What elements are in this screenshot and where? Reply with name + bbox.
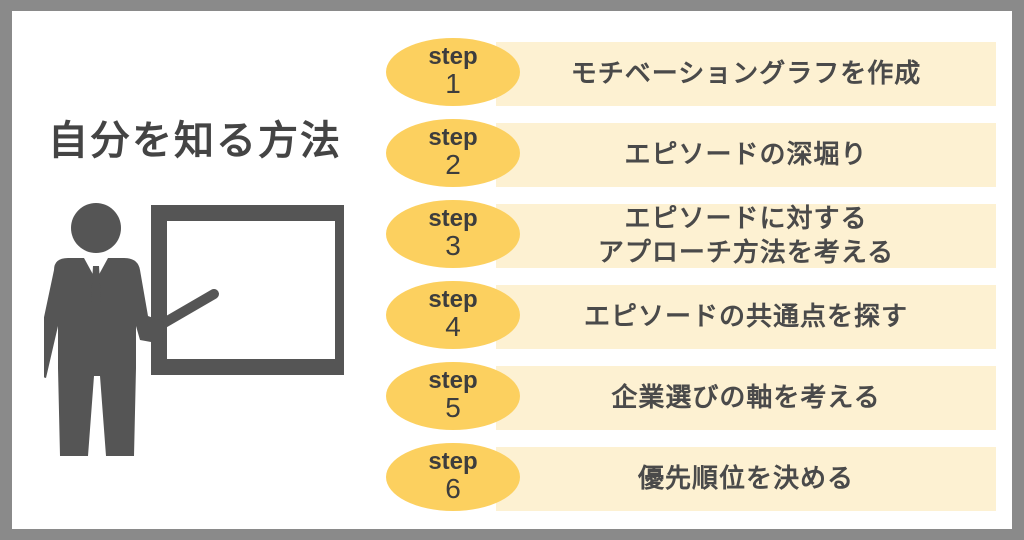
step-number: 2	[445, 149, 461, 180]
step-badge: step 4	[386, 281, 520, 349]
whiteboard-frame	[151, 205, 351, 375]
step-item-4: エピソードの共通点を探す step 4	[386, 281, 1000, 351]
step-item-6: 優先順位を決める step 6	[386, 443, 1000, 513]
step-label: step	[428, 124, 478, 151]
step-number: 4	[445, 311, 461, 342]
step-badge: step 2	[386, 119, 520, 187]
presenter-body	[32, 258, 164, 456]
step-text: 企業選びの軸を考える	[611, 383, 881, 413]
step-text-box: 優先順位を決める	[496, 447, 996, 511]
necktie	[91, 266, 101, 310]
step-label: step	[428, 367, 478, 394]
step-text-box: エピソードの共通点を探す	[496, 285, 996, 349]
step-number: 1	[445, 68, 461, 99]
step-text-line: エピソードに対する	[624, 204, 868, 234]
step-item-3: エピソードに対する アプローチ方法を考える step 3	[386, 200, 1000, 270]
step-text: エピソードの共通点を探す	[583, 302, 908, 332]
step-badge: step 3	[386, 200, 520, 268]
step-label: step	[428, 43, 478, 70]
step-text-box: エピソードの深堀り	[496, 123, 996, 187]
presenter-at-whiteboard-icon	[32, 198, 351, 462]
step-number: 6	[445, 473, 461, 504]
step-text-box: 企業選びの軸を考える	[496, 366, 996, 430]
step-item-5: 企業選びの軸を考える step 5	[386, 362, 1000, 432]
step-badge: step 1	[386, 38, 520, 106]
step-text-box: モチベーショングラフを作成	[496, 42, 996, 106]
step-label: step	[428, 286, 478, 313]
step-number: 5	[445, 392, 461, 423]
presenter-head	[71, 203, 121, 253]
step-text: 優先順位を決める	[637, 464, 854, 494]
step-text: エピソードに対する アプローチ方法を考える	[598, 202, 894, 270]
step-text-line: アプローチ方法を考える	[597, 238, 895, 268]
step-item-2: エピソードの深堀り step 2	[386, 119, 1000, 189]
step-number: 3	[445, 230, 461, 261]
step-badge: step 6	[386, 443, 520, 511]
step-label: step	[428, 448, 478, 475]
step-text: モチベーショングラフを作成	[570, 59, 922, 89]
step-badge: step 5	[386, 362, 520, 430]
step-label: step	[428, 205, 478, 232]
step-item-1: モチベーショングラフを作成 step 1	[386, 38, 1000, 108]
page-title: 自分を知る方法	[48, 118, 342, 164]
step-text-box: エピソードに対する アプローチ方法を考える	[496, 204, 996, 268]
step-text: エピソードの深堀り	[624, 140, 868, 170]
